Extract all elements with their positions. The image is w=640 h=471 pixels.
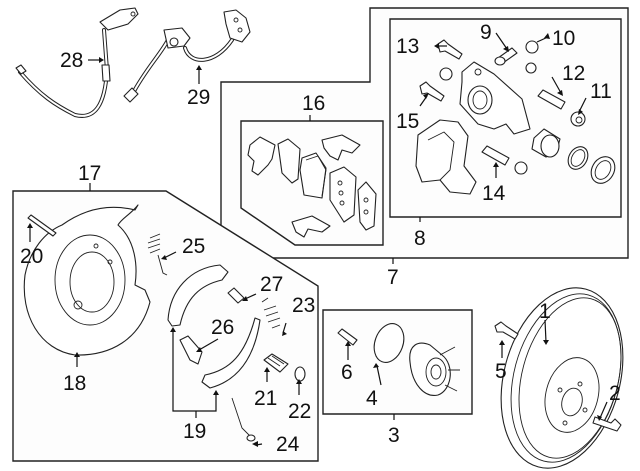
leader-lines bbox=[29, 32, 608, 446]
callout-18: 18 bbox=[63, 372, 86, 395]
bleeder-icon[interactable] bbox=[494, 47, 518, 66]
callout-5: 5 bbox=[495, 360, 507, 383]
guide-pin-14-icon[interactable] bbox=[481, 145, 510, 166]
plug-22-icon[interactable] bbox=[294, 366, 306, 382]
spring-21-icon[interactable] bbox=[263, 353, 289, 373]
callout-27: 27 bbox=[260, 273, 283, 296]
callout-labels: 1 2 3 4 5 6 7 8 9 10 11 12 13 14 15 16 1… bbox=[20, 21, 621, 456]
strut-27-icon[interactable] bbox=[227, 287, 245, 304]
callout-4: 4 bbox=[366, 387, 378, 410]
callout-11: 11 bbox=[590, 80, 612, 103]
cap-icon[interactable] bbox=[439, 67, 453, 81]
callout-24: 24 bbox=[276, 433, 300, 456]
brake-pads-icon[interactable] bbox=[247, 134, 377, 238]
callout-2: 2 bbox=[609, 382, 621, 405]
callout-23: 23 bbox=[292, 294, 315, 317]
piston-icon[interactable] bbox=[531, 128, 561, 158]
callout-6: 6 bbox=[341, 361, 353, 384]
bolt-2-icon[interactable] bbox=[592, 416, 622, 432]
callout-12: 12 bbox=[562, 62, 585, 85]
nut-icon[interactable] bbox=[570, 111, 586, 127]
hub-bearing-icon[interactable] bbox=[409, 342, 460, 396]
cap-10-icon[interactable] bbox=[525, 40, 539, 74]
brake-hose-icon[interactable] bbox=[15, 7, 139, 118]
brake-shoes-icon[interactable] bbox=[167, 264, 261, 389]
callout-3: 3 bbox=[388, 424, 400, 447]
nut-14-icon[interactable] bbox=[514, 161, 528, 175]
seal-icon[interactable] bbox=[564, 143, 619, 188]
callout-7: 7 bbox=[387, 266, 399, 289]
caliper-icon[interactable] bbox=[459, 61, 531, 135]
bolt-13-icon[interactable] bbox=[437, 39, 463, 60]
brake-rotor-icon[interactable] bbox=[482, 274, 640, 471]
bolt-15-icon[interactable] bbox=[419, 81, 445, 102]
adjuster-26-icon[interactable] bbox=[179, 335, 203, 365]
guide-pin-12-icon[interactable] bbox=[537, 89, 566, 110]
pin-20-icon[interactable] bbox=[27, 214, 57, 237]
callout-26: 26 bbox=[211, 316, 234, 339]
arrowheads bbox=[27, 33, 602, 447]
callout-9: 9 bbox=[480, 21, 492, 44]
spring-23-icon[interactable] bbox=[261, 297, 281, 329]
callout-21: 21 bbox=[254, 387, 277, 410]
o-ring-4-icon[interactable] bbox=[369, 319, 409, 366]
callout-10: 10 bbox=[552, 27, 575, 50]
caliper-bracket-icon[interactable] bbox=[415, 119, 477, 195]
callout-15: 15 bbox=[396, 110, 419, 133]
callout-29: 29 bbox=[187, 86, 210, 109]
callout-8: 8 bbox=[414, 227, 426, 250]
bolt-5-icon[interactable] bbox=[494, 321, 519, 340]
hold-down-pin-24-icon[interactable] bbox=[231, 397, 256, 442]
callout-25: 25 bbox=[182, 235, 205, 258]
callout-22: 22 bbox=[288, 400, 311, 423]
abs-sensor-icon[interactable] bbox=[123, 9, 251, 103]
spring-25-icon[interactable] bbox=[147, 233, 168, 276]
callout-16: 16 bbox=[302, 92, 325, 115]
callout-20: 20 bbox=[20, 245, 43, 268]
callout-13: 13 bbox=[396, 35, 419, 58]
callout-14: 14 bbox=[482, 182, 506, 205]
callout-1: 1 bbox=[539, 300, 551, 323]
backing-plate-icon[interactable] bbox=[23, 204, 151, 356]
callout-19: 19 bbox=[183, 420, 206, 443]
callout-28: 28 bbox=[60, 49, 83, 72]
callout-17: 17 bbox=[78, 162, 101, 185]
